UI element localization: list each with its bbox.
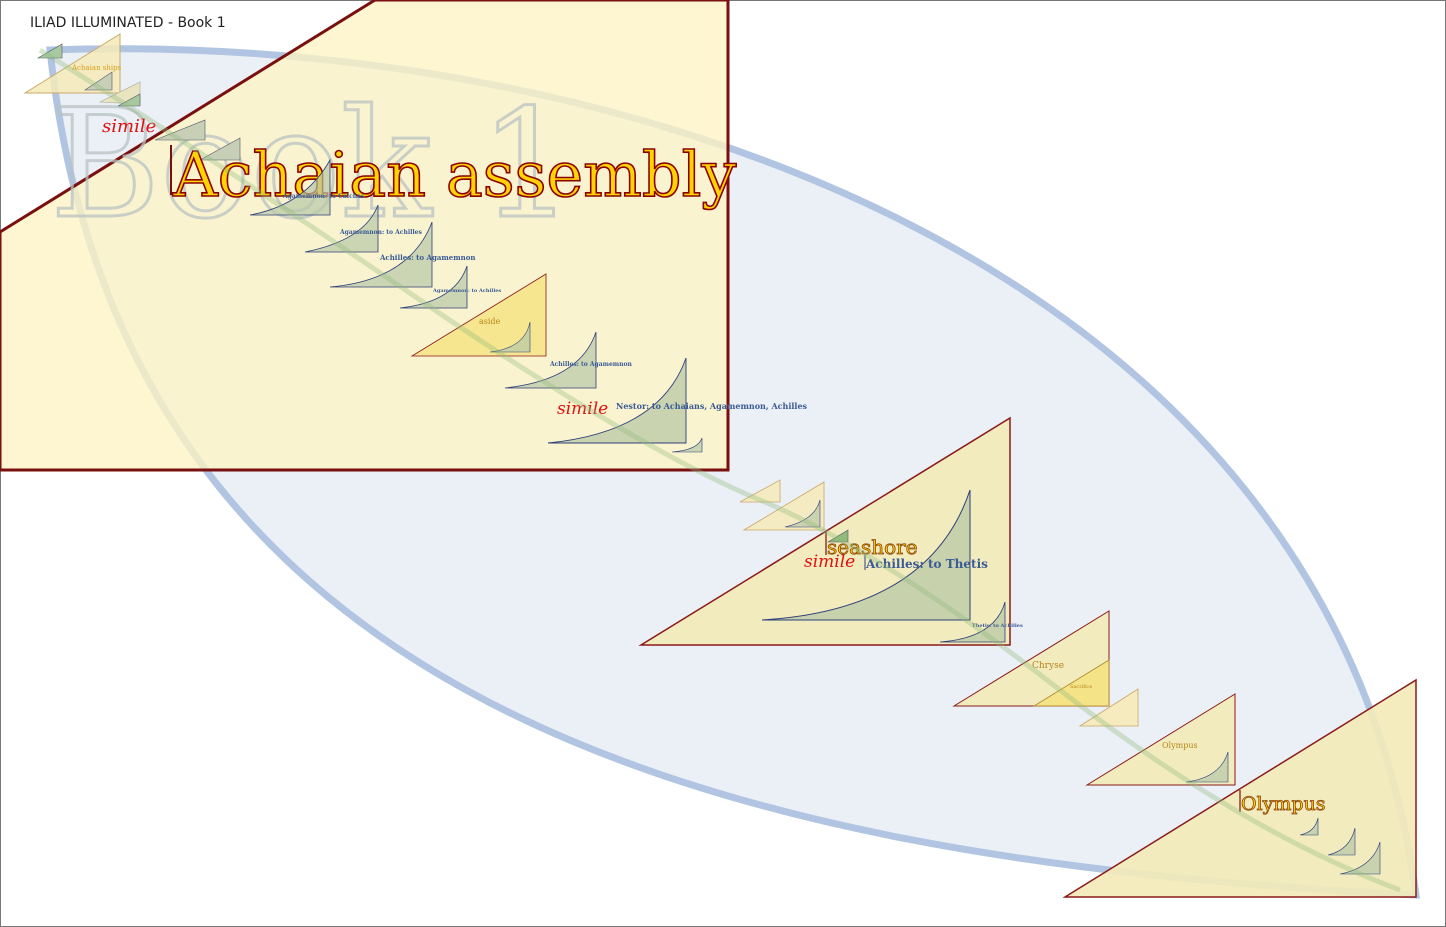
speech-ach-ag-1: Achilles: to Agamemnon xyxy=(379,253,476,262)
seashore-marker xyxy=(826,529,849,543)
speech-achilles-thetis: Achilles: to Thetis xyxy=(865,557,988,571)
speech-shape-nestor xyxy=(547,357,687,444)
section-chryse-region xyxy=(952,610,1110,707)
mini-section-3 xyxy=(1078,688,1139,727)
speech-ag-calchas: Agamemnon: to Calchas xyxy=(282,193,365,200)
speech-shape-achilles-thetis xyxy=(761,489,971,621)
simile-2: simile xyxy=(557,399,608,419)
place-olympus-small: Olympus xyxy=(1162,741,1198,750)
speech-mini-3 xyxy=(98,81,141,105)
place-aside: aside xyxy=(479,317,501,326)
mini-section-1 xyxy=(739,479,781,503)
speech-ag-achilles-2: Agamemnon: to Achilles xyxy=(432,288,501,294)
speech-shape-aside-inner xyxy=(489,321,531,353)
mini-speech-2 xyxy=(1185,751,1229,783)
speech-shape-ach-ag-2 xyxy=(504,331,597,389)
speech-mini-5 xyxy=(154,119,206,141)
mini-speech-1 xyxy=(784,499,821,528)
speech-shape-ag-achilles-2 xyxy=(399,265,468,309)
section-title-seashore: seashore xyxy=(827,535,918,559)
olympus-speech-3 xyxy=(1339,841,1381,875)
section-achaian-ships xyxy=(23,33,121,94)
speech-mini-4 xyxy=(117,93,141,107)
app-title: ILIAD ILLUMINATED - Book 1 xyxy=(30,15,226,31)
speech-shape-after-nestor xyxy=(671,437,703,453)
place-achaian-ships: Achaian ships xyxy=(71,64,122,72)
place-chryse: Chryse xyxy=(1032,661,1064,671)
olympus-speech-2 xyxy=(1327,827,1356,856)
speech-mini-1 xyxy=(36,43,63,59)
simile-3: simile xyxy=(804,552,855,572)
simile-1: simile xyxy=(102,116,156,137)
speech-shape-thetis-achilles xyxy=(939,601,1006,643)
speech-ach-ag-2: Achilles: to Agamemnon xyxy=(549,361,632,368)
mini-section-2 xyxy=(742,481,825,531)
speech-mini-2 xyxy=(84,71,113,91)
speech-shape-ach-ag-1 xyxy=(329,221,433,288)
section-title-olympus: Olympus xyxy=(1241,793,1326,815)
assembly-speech-chain xyxy=(249,158,703,453)
section-olympus-region xyxy=(1062,678,1417,898)
speech-thetis-achilles: Thetis: to Achilles xyxy=(972,623,1023,629)
speech-mini-6 xyxy=(199,137,241,161)
section-sacrifice-region xyxy=(1032,659,1110,707)
speech-nestor: Nestor: to Achaians, Agamemnon, Achilles xyxy=(616,401,808,411)
speech-shape-ag-achilles-1 xyxy=(304,204,379,253)
narrative-flow-line xyxy=(38,47,1401,893)
section-title-assembly: Achaian assembly xyxy=(172,138,736,211)
place-sacrifice: Sacrifice xyxy=(1070,684,1092,690)
speech-ag-achilles-1: Agamemnon: to Achilles xyxy=(339,229,422,236)
speech-shape-ag-calchas xyxy=(249,158,331,216)
place-shape-aside xyxy=(410,273,547,357)
olympus-speech-1 xyxy=(1299,817,1319,836)
section-olympus-small-region xyxy=(1085,693,1236,786)
